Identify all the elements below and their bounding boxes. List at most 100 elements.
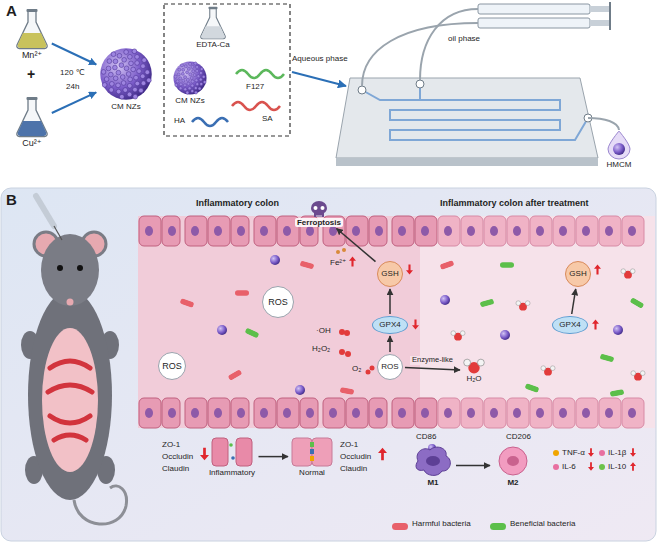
legend-text: Harmful bacteria: [412, 519, 471, 528]
arrow-connector: [259, 456, 289, 458]
arrow-connector: [405, 368, 460, 370]
cell-nucleus: [421, 226, 429, 236]
epithelial-cell: [599, 398, 621, 428]
tight-junction: Normal: [290, 436, 334, 477]
node-label: GPX4: [559, 320, 580, 329]
cell-nucleus: [214, 408, 222, 418]
node-label: GSH: [381, 269, 398, 278]
cell-nucleus: [467, 226, 475, 236]
arrow-connector: [52, 44, 96, 65]
arrow-connector: [337, 229, 376, 262]
node-label: CM NZs: [175, 96, 204, 105]
epithelial-cell: [507, 398, 529, 428]
ros-label: H₂O₂: [312, 344, 330, 353]
nanozyme-sphere-icon: [172, 60, 208, 96]
section-title: Inflammatory colon: [196, 198, 279, 208]
epithelial-cell: [323, 398, 345, 428]
cell-nucleus: [421, 408, 429, 418]
reagent-flask-icon: [198, 6, 228, 40]
epithelial-cell: [599, 216, 621, 246]
protein-label: ZO-1: [162, 440, 180, 449]
cell-nucleus: [490, 226, 498, 236]
cell-nucleus: [237, 226, 245, 236]
cell-nucleus: [375, 226, 383, 236]
cell-nucleus: [559, 226, 567, 236]
ion-label: Fe²⁺: [330, 258, 346, 267]
cell-nucleus: [536, 408, 544, 418]
polymer-label: F127: [246, 82, 264, 91]
cell-nucleus: [168, 226, 176, 236]
panel-letter: A: [6, 2, 17, 19]
cell-nucleus: [605, 226, 613, 236]
epithelial-cell: [369, 398, 387, 428]
precursor-flask-icon: [14, 96, 50, 138]
arrow-connector: [52, 92, 96, 113]
gsh-circle: GSH: [377, 261, 403, 287]
epithelial-cell: [392, 398, 414, 428]
microgel-droplet: HMCM: [604, 130, 634, 169]
condition-label: 120 ℃: [60, 68, 85, 77]
edge-label: Enzyme-like: [410, 356, 455, 365]
cell-nucleus: [375, 408, 383, 418]
cell-nucleus: [191, 226, 199, 236]
panel-letter: B: [6, 191, 17, 208]
epithelial-cell: [139, 398, 161, 428]
cell-nucleus: [444, 408, 452, 418]
reagent-box: [164, 4, 290, 136]
epithelial-cell: [162, 216, 180, 246]
node-label: ROS: [162, 361, 182, 371]
cell-nucleus: [191, 408, 199, 418]
node-label: CM NZs: [111, 102, 140, 111]
node-label: GSH: [569, 269, 586, 278]
gpx4-ellipse: GPX4: [372, 316, 408, 334]
change-arrows: [200, 257, 636, 471]
nanozyme-sphere: CM NZs: [98, 46, 154, 111]
epithelial-cell: [185, 398, 207, 428]
cell-nucleus: [490, 408, 498, 418]
epithelial-cell: [415, 216, 437, 246]
marker-label: CD86: [416, 432, 436, 441]
plus-sign: +: [27, 66, 35, 82]
cell-nucleus: [168, 408, 176, 418]
epithelial-cell: [507, 216, 529, 246]
macrophage: M1: [412, 444, 454, 487]
arrow-connector: [389, 289, 391, 314]
epithelial-cell: [415, 398, 437, 428]
nanozyme-sphere-icon: [98, 46, 154, 102]
epithelial-cell: [553, 398, 575, 428]
epithelial-cell: [576, 216, 598, 246]
epithelial-cell: [185, 216, 207, 246]
node-label: GPX4: [379, 320, 400, 329]
condition-label: 24h: [66, 82, 79, 91]
nanozyme-sphere: CM NZs: [172, 60, 208, 105]
cell-nucleus: [582, 408, 590, 418]
cell-nucleus: [306, 408, 314, 418]
polymer-label: SA: [262, 114, 273, 123]
node-label: Cu²⁺: [22, 138, 41, 148]
cell-nucleus: [605, 408, 613, 418]
phase-label: oil phase: [448, 34, 480, 43]
arrow-connector: [456, 465, 490, 467]
cell-nucleus: [237, 408, 245, 418]
protein-label: Occludin: [162, 452, 193, 461]
legend-swatch: [490, 523, 506, 530]
mouse: [21, 196, 127, 524]
cell-nucleus: [513, 408, 521, 418]
epithelial-cell: [346, 216, 368, 246]
cell-nucleus: [283, 226, 291, 236]
legend-text: Beneficial bacteria: [510, 519, 575, 528]
cell-nucleus: [536, 226, 544, 236]
gpx4-ellipse: GPX4: [552, 316, 588, 334]
epithelial-cell: [300, 398, 318, 428]
epithelial-cell: [231, 216, 249, 246]
cell-nucleus: [628, 408, 636, 418]
ferroptosis-icon: Ferroptosis: [294, 200, 345, 227]
epithelial-cell: [392, 216, 414, 246]
cell-nucleus: [628, 226, 636, 236]
tight-junction: Inflammatory: [208, 436, 257, 477]
cell-nucleus: [145, 408, 153, 418]
epithelial-cell: [622, 216, 644, 246]
cell-nucleus: [352, 226, 360, 236]
macrophage-icon: [492, 444, 534, 478]
